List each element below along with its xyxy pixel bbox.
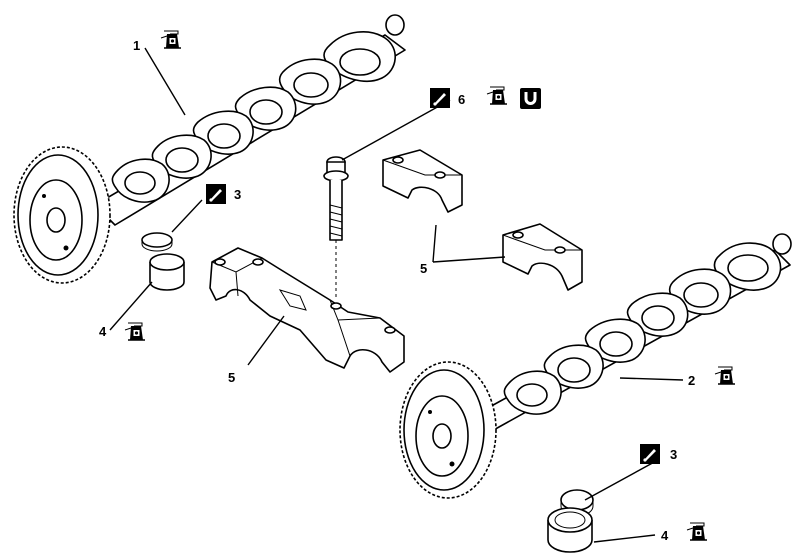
torque-icon [518, 86, 543, 111]
callout-number: 2 [688, 373, 695, 388]
callout-6: 6 [430, 83, 543, 111]
callout-4: 4 [99, 319, 147, 343]
tappet-shim [141, 232, 173, 252]
callout-3: 3 [640, 444, 677, 464]
callout-5: 5 [228, 370, 235, 385]
camshaft-bearing-cap-pair [382, 149, 583, 291]
oil-can-icon [711, 363, 737, 387]
callout-number: 3 [670, 447, 677, 462]
callout-number: 5 [420, 261, 427, 276]
camshaft-carrier [209, 247, 405, 373]
camshaft-2 [399, 233, 792, 499]
sealant-icon [430, 88, 450, 108]
tappet-bucket [547, 507, 593, 553]
callout-number: 5 [228, 370, 235, 385]
oil-can-icon [121, 319, 147, 343]
callout-1: 1 [133, 27, 183, 53]
camshaft-1 [13, 14, 406, 284]
callout-4: 4 [661, 519, 709, 543]
callout-number: 6 [458, 92, 465, 107]
callout-number: 1 [133, 38, 140, 53]
callout-number: 4 [661, 528, 669, 543]
oil-can-icon [683, 519, 709, 543]
tappet-bucket [149, 253, 185, 291]
sealant-icon [206, 184, 226, 204]
oil-can-icon [157, 27, 183, 51]
callout-3: 3 [206, 184, 241, 204]
sealant-icon [640, 444, 660, 464]
callout-5: 5 [420, 261, 427, 276]
bearing-cap-bolt [323, 156, 349, 300]
callout-number: 4 [99, 324, 107, 339]
leader-lines [109, 47, 684, 543]
callout-number: 3 [234, 187, 241, 202]
callout-2: 2 [688, 363, 737, 388]
oil-can-icon [483, 83, 509, 107]
